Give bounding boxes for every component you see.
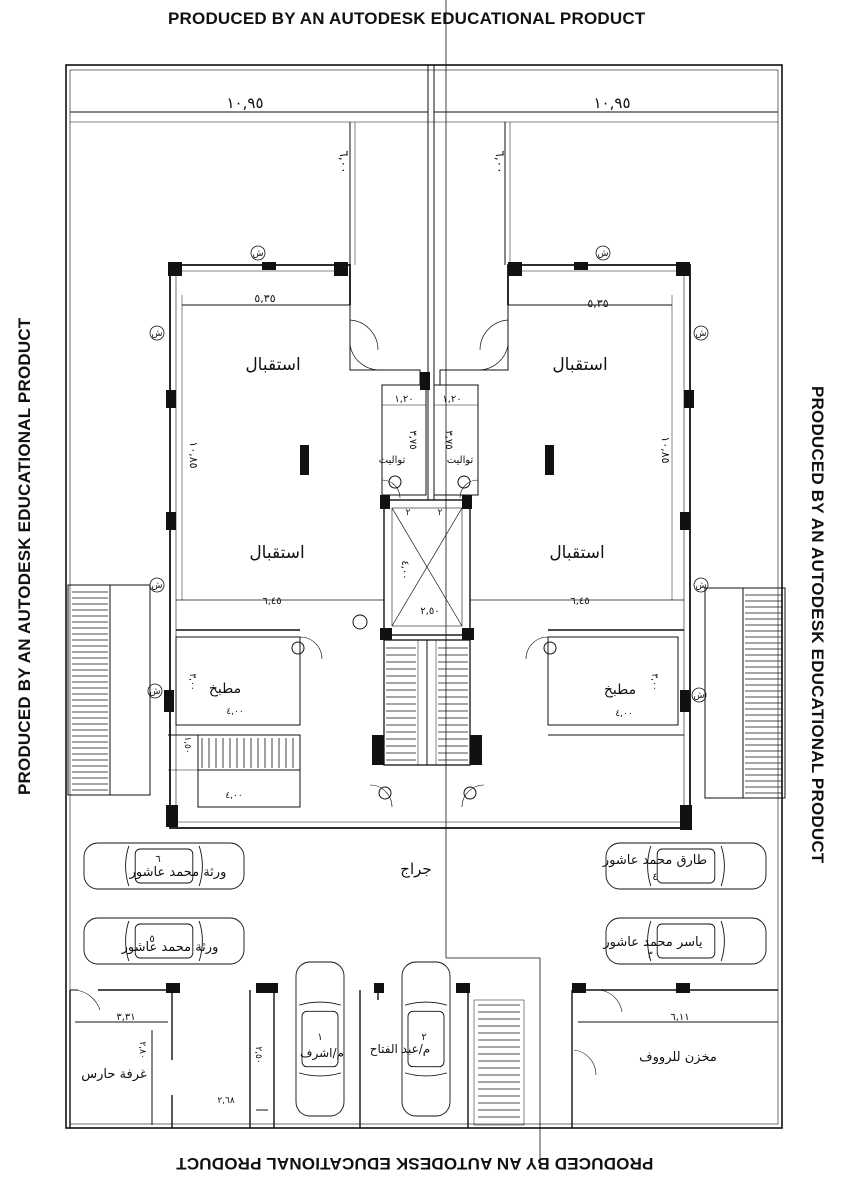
- dim-setback-left: ٦,٠٠: [337, 150, 351, 173]
- room-toilet-left: تواليت: [379, 455, 406, 466]
- dim-length-right: ١٠,٨٥: [659, 436, 672, 463]
- watermark-right: PRODUCED BY AN AUTODESK EDUCATIONAL PROD…: [808, 386, 827, 864]
- external-stair-left: [67, 584, 111, 796]
- room-guard: غرفة حارس: [81, 1067, 147, 1082]
- building-outline: [169, 264, 691, 829]
- dim-length-left: ١٠,٨٥: [187, 441, 200, 468]
- room-reception-2: استقبال: [552, 355, 607, 375]
- parking-num-1: ١: [317, 1032, 322, 1043]
- room-toilet-right: تواليت: [447, 455, 474, 466]
- external-stair-right: [742, 587, 786, 799]
- room-roof-store: مخزن للرووف: [639, 1050, 717, 1065]
- dim-lift-width: ٢,٥٠: [420, 606, 439, 617]
- lift-shaft: [383, 499, 471, 636]
- dim-hall-left: ٥,٣٥: [254, 292, 275, 305]
- dim-lift-a: ٢: [406, 508, 411, 518]
- dim-stair-w: ٤,٠٠: [225, 791, 242, 801]
- dim-guard-door: ٢,٦٨: [217, 1096, 235, 1106]
- dim-pass-h: ٢,٥٠: [253, 1046, 263, 1063]
- dim-setback-right: ٦,٠٠: [493, 150, 507, 173]
- room-reception-4: استقبال: [549, 543, 604, 563]
- parking-label-4: طارق محمد عاشور: [602, 853, 707, 868]
- dim-top-right: ١٠,٩٥: [594, 94, 631, 112]
- dim-kitchen-h-right: ٣,٠٠: [649, 673, 659, 690]
- parking-num-4: ٤: [652, 872, 657, 883]
- window-mark: ش: [253, 249, 264, 259]
- site-boundary: [65, 64, 783, 1129]
- watermark-left: PRODUCED BY AN AUTODESK EDUCATIONAL PROD…: [15, 317, 34, 795]
- window-mark: ش: [152, 329, 163, 339]
- parking-label-1: م/اشرف: [300, 1046, 344, 1061]
- window-mark: ش: [598, 249, 609, 259]
- parking-num-5: ٥: [149, 934, 154, 945]
- watermark-top: PRODUCED BY AN AUTODESK EDUCATIONAL PROD…: [168, 9, 646, 28]
- parking-num-2: ٢: [421, 1032, 426, 1043]
- room-garage: جراج: [400, 860, 431, 879]
- watermark-bottom: PRODUCED BY AN AUTODESK EDUCATIONAL PROD…: [176, 1154, 654, 1173]
- dim-guard-w: ٣,٣١: [116, 1012, 135, 1023]
- room-kitchen-left: مطبخ: [209, 681, 241, 697]
- room-reception-3: استقبال: [249, 543, 304, 563]
- parking-label-5: ورثة محمد عاشور: [121, 940, 219, 955]
- room-reception-1: استقبال: [245, 355, 300, 375]
- room-kitchen-right: مطبخ: [604, 682, 636, 698]
- dim-wc-w-left: ١,٢٠: [394, 394, 413, 405]
- parking-num-6: ٦: [155, 854, 160, 865]
- dim-store-w: ٦,١١: [670, 1012, 689, 1023]
- window-mark: ش: [694, 691, 705, 701]
- parking-label-6: ورثة محمد عاشور: [129, 865, 227, 880]
- dim-wc-w-right: ١,٢٠: [442, 394, 461, 405]
- dim-row-right: ٦,٤٥: [570, 596, 589, 607]
- dim-kitchen-h-left: ٣,٠٠: [187, 673, 197, 690]
- window-mark: ش: [696, 329, 707, 339]
- window-mark: ش: [150, 687, 161, 697]
- dim-lift-b: ٢: [438, 508, 443, 518]
- dim-hall-right: ٥,٣٥: [587, 297, 608, 310]
- window-mark: ش: [152, 581, 163, 591]
- dim-top-left: ١٠,٩٥: [227, 94, 264, 112]
- parking-num-3: ٣: [647, 950, 653, 961]
- dim-row-left: ٦,٤٥: [262, 596, 281, 607]
- parking-label-2: م/عبد الفتاح: [370, 1042, 430, 1056]
- dim-kitchen-w-left: ٤,٠٠: [226, 707, 243, 717]
- dim-wc-l-right: ٣,٧٥: [443, 430, 454, 449]
- dim-lift-depth: ٤,٠٠: [399, 560, 410, 579]
- dim-stair-h: ١,٥٠: [182, 736, 192, 753]
- dim-kitchen-w-right: ٤,٠٠: [615, 709, 632, 719]
- dim-wc-l-left: ٣,٧٥: [407, 430, 418, 449]
- parking-label-3: ياسر محمد عاشور: [602, 935, 703, 950]
- window-mark: ش: [696, 581, 707, 591]
- dim-guard-h: ٢,٨٠: [137, 1041, 147, 1058]
- columns: [164, 262, 694, 993]
